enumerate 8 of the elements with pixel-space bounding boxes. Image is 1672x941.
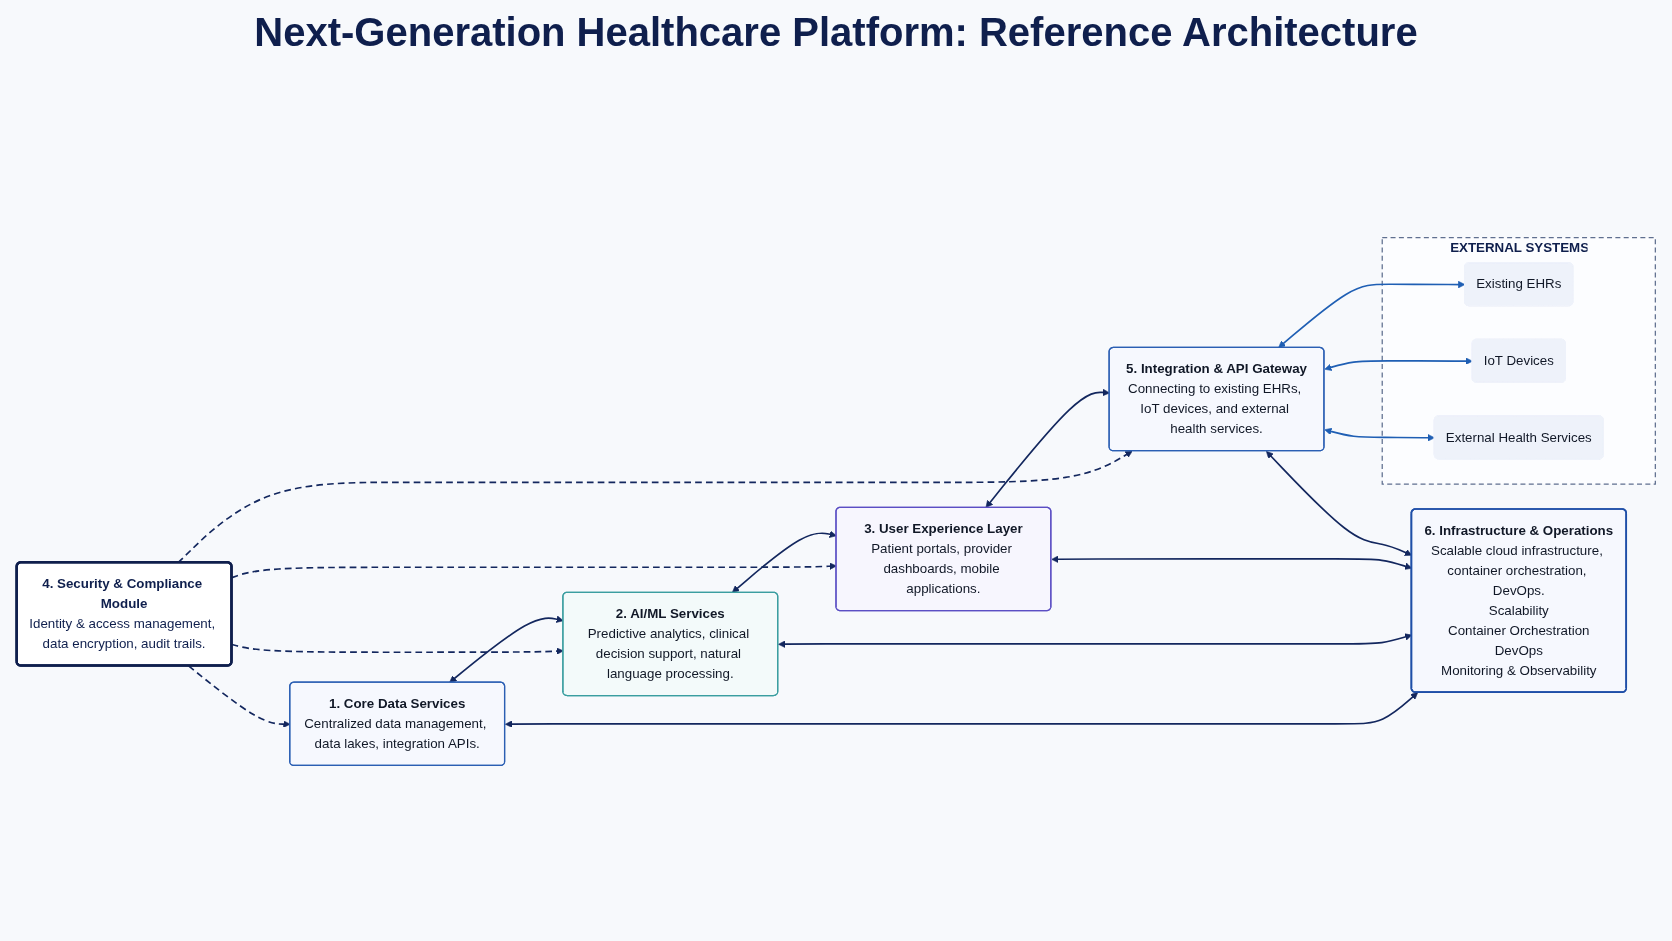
arrow (732, 530, 837, 593)
arrow (1324, 357, 1473, 371)
arrow (1324, 427, 1435, 442)
diagram-title: Next-Generation Healthcare Platform: Reference Architecture (254, 10, 1418, 55)
arrow (505, 692, 1419, 728)
arrow (1278, 280, 1466, 348)
arrow (985, 388, 1110, 508)
arrow (231, 562, 837, 579)
